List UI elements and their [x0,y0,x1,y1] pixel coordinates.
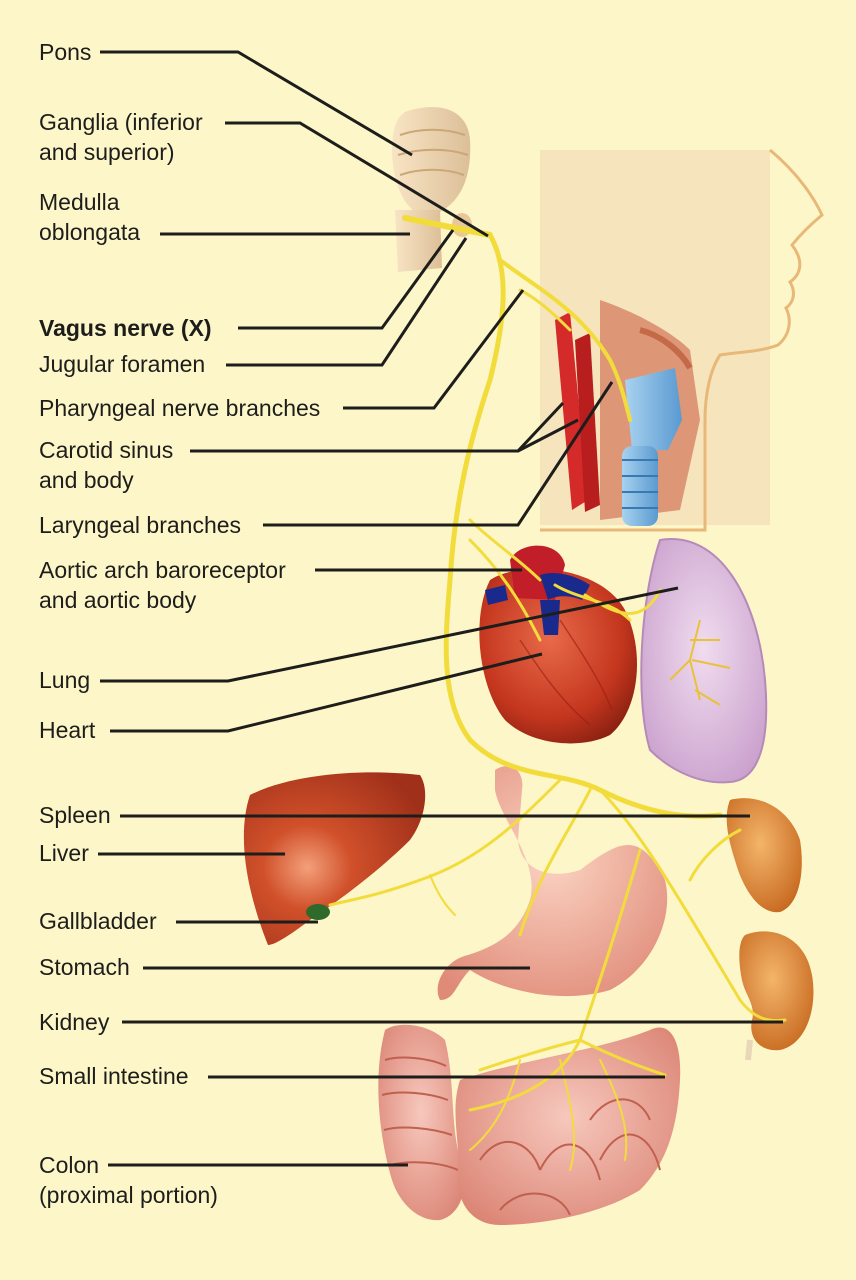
label-liver: Liver [39,840,89,866]
leader-line-ganglia [225,121,489,238]
stomach [437,766,668,1000]
heart [479,545,637,744]
label-aortic-arch: Aortic arch baroreceptor and aortic body [39,557,286,613]
leader-line-laryngeal [263,381,614,527]
label-heart: Heart [39,717,96,743]
label-laryngeal-branches: Laryngeal branches [39,512,242,538]
leader-line-carotid-2 [517,418,579,453]
label-stomach: Stomach [39,954,130,980]
label-spleen: Spleen [39,802,111,828]
label-carotid-sinus: Carotid sinus and body [39,437,174,493]
leader-line-vagus [238,229,455,330]
liver [243,772,426,945]
label-colon: Colon (proximal portion) [39,1152,218,1208]
leader-line-pharyngeal [343,289,525,410]
leader-line-jugular [226,237,468,367]
label-kidney: Kidney [39,1009,110,1035]
label-pharyngeal-nerve-branches: Pharyngeal nerve branches [39,395,321,421]
leader-line-pons [100,50,413,157]
label-gallbladder: Gallbladder [39,908,157,934]
label-jugular-foramen: Jugular foramen [39,351,206,377]
leader-line-lung [100,586,679,683]
vagus-nerve-branches [328,215,787,1171]
colon [378,1024,464,1221]
leader-line-heart [110,652,543,733]
kidney [739,931,814,1061]
label-medulla-oblongata: Medulla oblongata [39,189,141,245]
label-lung: Lung [39,667,91,693]
label-small-intestine: Small intestine [39,1063,189,1089]
leader-lines [98,50,783,1167]
label-ganglia: Ganglia (inferior and superior) [39,109,203,165]
label-vagus-nerve: Vagus nerve (X) [39,315,212,341]
carotid-arteries [555,312,600,512]
trachea [622,368,682,526]
lung [640,538,768,784]
label-pons: Pons [39,39,92,65]
spleen [726,798,802,913]
